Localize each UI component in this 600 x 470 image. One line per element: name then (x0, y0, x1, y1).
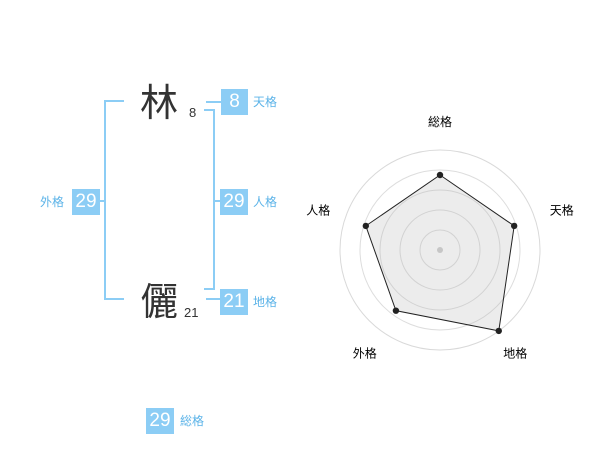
inner-connector (213, 200, 221, 202)
gaikaku-badge: 29 (72, 189, 100, 215)
radar-axis-label: 人格 (306, 202, 330, 217)
jinkaku-label: 人格 (253, 195, 278, 209)
radar-ring (419, 229, 461, 271)
given-char: 儷 (140, 280, 179, 324)
chikaku-badge: 21 (220, 289, 248, 315)
tenkaku-connector (206, 101, 221, 103)
radar-polygon (365, 174, 515, 332)
outer-bracket-bottom (104, 298, 124, 300)
inner-bracket-side (213, 109, 215, 290)
radar-axis-label: 総格 (428, 114, 452, 129)
radar-series (362, 171, 518, 335)
chikaku-connector (206, 298, 221, 300)
outer-bracket-top (104, 100, 124, 102)
radar-ring (379, 189, 501, 311)
radar-axis-label: 地格 (503, 346, 527, 361)
radar-center (437, 247, 443, 253)
tenkaku-label: 天格 (253, 95, 278, 109)
outer-bracket-side (104, 100, 106, 300)
radar-point-2 (495, 327, 502, 335)
inner-bracket-top (204, 109, 215, 111)
inner-bracket-bottom (204, 288, 215, 290)
radar-axis-label: 外格 (353, 346, 377, 361)
given-strokes: 21 (184, 305, 199, 320)
surname-char: 林 (140, 81, 179, 125)
outer-connector (99, 200, 105, 202)
chikaku-label: 地格 (253, 295, 278, 309)
radar-ring (359, 169, 521, 331)
radar-point-3 (392, 307, 400, 314)
soukaku-label: 総格 (180, 414, 205, 428)
radar-axis-label: 天格 (550, 202, 574, 217)
radar-point-4 (362, 222, 370, 230)
soukaku-badge: 29 (146, 408, 174, 434)
gaikaku-label: 外格 (40, 195, 65, 209)
surname-strokes: 8 (189, 105, 197, 120)
jinkaku-badge: 29 (220, 189, 248, 215)
name-diagram: 林 8 儷 21 8 天格 29 人格 21 地格 外格 29 29 総格 (40, 81, 278, 434)
radar-ring (399, 209, 481, 291)
radar-grid (339, 149, 541, 351)
radar-point-0 (436, 171, 444, 179)
tenkaku-badge: 8 (221, 89, 248, 115)
radar-point-1 (510, 222, 518, 230)
